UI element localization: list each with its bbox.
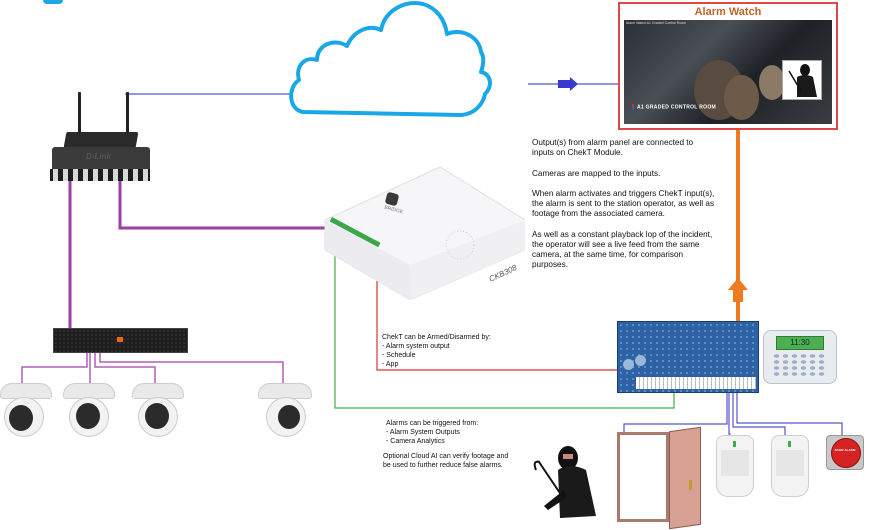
operator-figure <box>724 75 759 120</box>
arrow-right-icon <box>558 77 578 91</box>
nvr-recorder[interactable] <box>53 328 188 353</box>
keypad-time: 11:30 <box>790 338 810 347</box>
partial-cloud-icon <box>43 0 63 4</box>
triggers-item: - Alarm System Outputs <box>386 429 460 437</box>
triggers-footer: Optional Cloud AI can verify footage and… <box>383 453 509 470</box>
note-paragraph: As well as a constant playback lop of th… <box>532 229 713 270</box>
alarm-watch-title: Alarm Watch <box>694 6 762 18</box>
triggers-item: - Camera Analytics <box>386 438 445 446</box>
nvr-camera1-link <box>21 350 88 385</box>
note-paragraph: Cameras are mapped to the inputs. <box>532 168 661 178</box>
note-paragraph: When alarm activates and triggers ChekT … <box>532 188 715 219</box>
arming-item: - App <box>382 361 399 369</box>
router-body: D-Link <box>52 147 150 169</box>
arrow-up-icon <box>728 278 748 302</box>
nvr-camera3-link <box>94 350 156 383</box>
capacitor <box>635 355 646 366</box>
router-antenna-left <box>78 92 81 136</box>
triggers-heading: Alarms can be triggered from: <box>386 420 479 427</box>
main-description: Output(s) from alarm panel are connected… <box>532 138 717 281</box>
video-header: Alarm Watch A1 Graded Control Room <box>626 21 687 25</box>
note-paragraph: Output(s) from alarm panel are connected… <box>532 138 694 158</box>
keypad-display: 11:30 <box>776 336 824 350</box>
video-caption: A1 GRADED CONTROL ROOM <box>632 104 716 110</box>
panic-label: PANIC ALARM <box>834 448 856 452</box>
router-brand: D-Link <box>86 152 111 161</box>
motion-sensor-2[interactable] <box>771 435 809 497</box>
nvr-logo <box>117 337 123 342</box>
sensor-pir2-link <box>732 385 786 436</box>
camera-2[interactable] <box>63 383 115 438</box>
camera-4[interactable] <box>258 383 313 438</box>
green-wire <box>334 240 675 409</box>
operator-figure <box>759 65 785 100</box>
sensor-door-link <box>623 385 728 432</box>
arming-note: ChekT can be Armed/Disarmed by: - Alarm … <box>382 333 532 369</box>
router-top <box>63 132 139 148</box>
door-handle-icon <box>689 480 692 490</box>
router-ports <box>50 169 150 181</box>
control-room-video[interactable]: Alarm Watch A1 Graded Control Room A1 GR… <box>624 20 832 124</box>
router-antenna-right <box>126 92 129 136</box>
burglar-icon <box>533 446 596 518</box>
alarm-panel-board[interactable] <box>617 321 759 393</box>
cloud-icon <box>289 1 492 117</box>
nvr-camera4-link <box>99 350 284 383</box>
burglar-icon <box>788 64 817 97</box>
arming-heading: ChekT can be Armed/Disarmed by: <box>382 334 491 341</box>
terminal-strip <box>636 377 756 389</box>
arming-item: - Alarm system output <box>382 343 450 351</box>
chekt-module-shape <box>324 166 525 300</box>
panic-button[interactable]: PANIC ALARM <box>826 435 864 470</box>
arming-item: - Schedule <box>382 352 416 360</box>
router-chekt-link <box>118 180 328 230</box>
door-sensor[interactable] <box>617 426 701 530</box>
burglar-snapshot <box>782 60 822 100</box>
capacitor <box>623 359 634 370</box>
keypad[interactable]: 11:30 <box>763 330 837 384</box>
keypad-buttons <box>772 353 828 377</box>
camera-1[interactable] <box>0 383 52 438</box>
triggers-note: Alarms can be triggered from: - Alarm Sy… <box>383 419 518 470</box>
alarm-watch-panel[interactable]: Alarm Watch Alarm Watch A1 Graded Contro… <box>618 2 838 130</box>
camera-3[interactable] <box>132 383 184 438</box>
router[interactable]: D-Link <box>48 92 153 184</box>
motion-sensor-1[interactable] <box>716 435 754 497</box>
chekt-module[interactable]: BRIDGE CKB308 <box>320 165 525 300</box>
sensor-panic-link <box>736 385 843 436</box>
